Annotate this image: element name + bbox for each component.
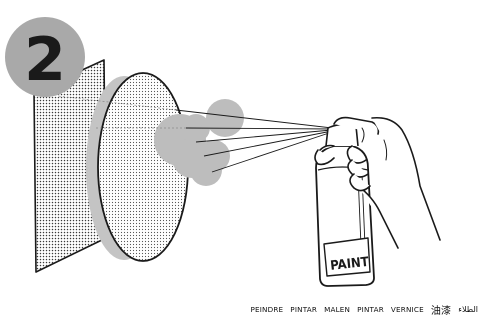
multilingual-caption: PEINDRE PINTAR MALEN PINTAR VERNICE 油漆 ا…	[196, 302, 478, 316]
caption-word-italian: VERNICE	[391, 305, 424, 314]
caption-word-german: MALEN	[324, 305, 350, 314]
step-badge: 2	[5, 17, 85, 97]
caption-word-arabic: الطلاء	[458, 305, 478, 314]
caption-word-chinese: 油漆	[431, 302, 451, 317]
caption-word-spanish: PINTAR	[290, 305, 317, 314]
step-number: 2	[24, 25, 66, 95]
caption-word-french: PEINDRE	[250, 305, 283, 314]
caption-word-portuguese: PINTAR	[357, 305, 384, 314]
spray-painting-illustration: PAINT 2	[0, 0, 486, 300]
